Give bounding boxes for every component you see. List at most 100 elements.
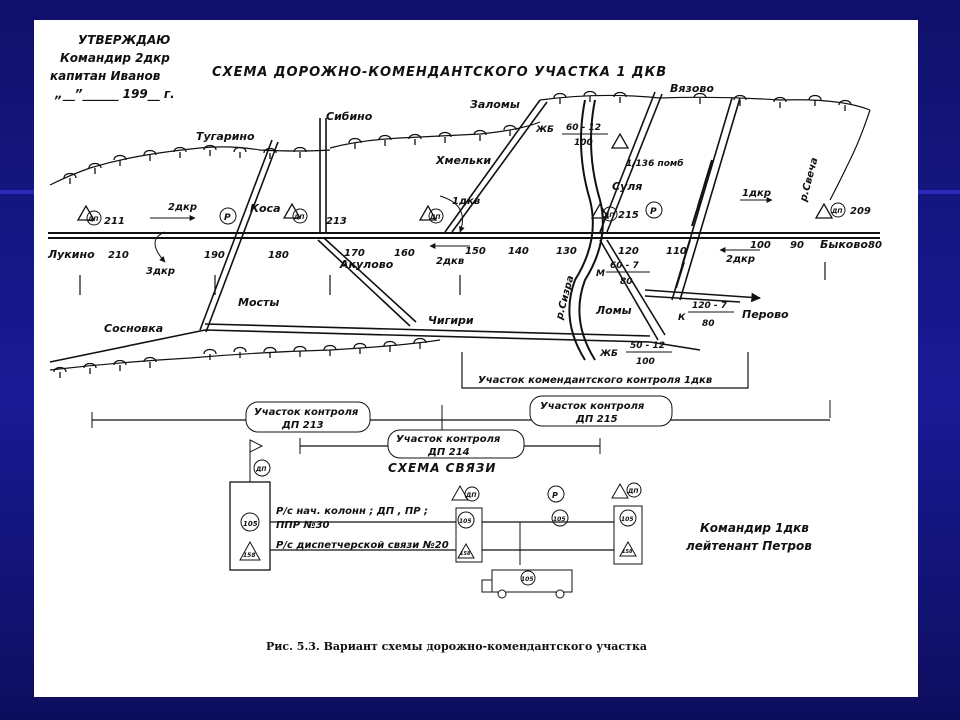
village-lukino: Лукино — [47, 248, 95, 261]
radio-158-label: 158 — [243, 552, 256, 559]
village-perovo: Перово — [742, 308, 789, 321]
dp-symbol: ДП — [255, 466, 266, 473]
dp-symbol: ДП — [87, 216, 98, 223]
pomb-marker — [610, 132, 630, 149]
bridge-kind: ЖБ — [599, 349, 618, 359]
unit-3dkr: 3дкр — [146, 266, 175, 277]
flag-icon — [249, 439, 264, 453]
approval-line4: „__”______ 199__ г. — [54, 87, 175, 102]
village-akulovo: Акулово — [339, 258, 394, 271]
dp-circle-icon — [253, 459, 271, 477]
village-sulya: Суля — [612, 180, 642, 193]
km-100: 100 — [750, 240, 771, 251]
unit-2dkv: 2дкв — [436, 256, 464, 267]
dp-211: ДП 211 — [76, 204, 125, 227]
km-180: 180 — [268, 250, 289, 261]
dp-211-number: 211 — [104, 216, 125, 227]
bridge-kind: ЖБ — [535, 125, 554, 135]
vehicle-icon: 105 — [481, 522, 573, 599]
figure-caption: Рис. 5.3. Вариант схемы дорожно-комендан… — [266, 640, 647, 653]
bridge-3: К 120 - 7 80 — [678, 301, 734, 329]
km-140: 140 — [508, 246, 529, 257]
km-170: 170 — [344, 248, 365, 259]
km-120: 120 — [618, 246, 639, 257]
main-road — [48, 232, 880, 239]
river-label: р.Сизра — [554, 274, 577, 322]
km-ticks — [79, 262, 826, 295]
bridge-kind: М — [596, 269, 605, 279]
railway — [675, 159, 713, 289]
approval-line2: Командир 2дкр — [60, 51, 170, 65]
dp-symbol: ДП — [831, 208, 842, 215]
p-symbol: Р — [650, 207, 657, 217]
radio-105-label: 105 — [553, 516, 566, 523]
villages: Заломы Вязово Сибино Тугарино Хмельки Су… — [47, 82, 868, 335]
village-lomy: Ломы — [595, 304, 632, 317]
km-80: 80 — [868, 240, 882, 251]
km-150: 150 — [465, 246, 486, 257]
unit-2dkr-right: 2дкр — [726, 254, 755, 265]
village-vyazovo: Вязово — [670, 82, 714, 95]
km-160: 160 — [394, 248, 415, 259]
village-tugarino: Тугарино — [196, 130, 255, 143]
bridge-load: 60 - 7 — [610, 261, 640, 271]
unit-1dkv: 1дкв — [452, 196, 480, 207]
river2-label: р.Свеча — [798, 156, 821, 204]
radio-158-icon — [239, 540, 261, 561]
unit-1dkr: 1дкр — [742, 188, 771, 199]
station-right: ДП 105 158 — [611, 482, 643, 565]
zone-213-label1: Участок контроля — [254, 407, 359, 418]
bridge-load: 120 - 7 — [692, 301, 728, 311]
dp-symbol: ДП — [293, 214, 304, 221]
zone-kk-label: Участок комендантского контроля 1дкв — [478, 375, 712, 386]
bridge-length: 80 — [702, 319, 715, 329]
zone-214-label1: Участок контроля — [396, 434, 501, 445]
bridge-kind: К — [678, 313, 686, 323]
approval-block: УТВЕРЖДАЮ Командир 2дкр капитан Иванов „… — [50, 33, 175, 102]
km-130: 130 — [556, 246, 577, 257]
commander-line2: лейтенант Петров — [686, 539, 812, 553]
zone-215-label2: ДП 215 — [575, 414, 618, 425]
bridge-2: М 60 - 7 80 — [596, 261, 650, 287]
commander-line1: Командир 1дкв — [700, 521, 809, 535]
p-symbol: Р — [224, 213, 231, 223]
station-regulator: Р 105 — [547, 485, 569, 527]
forest-bottom — [49, 337, 441, 379]
radio-105-label: 105 — [459, 518, 472, 525]
village-sibino: Сибино — [326, 110, 373, 123]
unit-pomb: 1/136 помб — [626, 158, 684, 169]
dp-symbol: ДП — [603, 212, 614, 219]
dp-kosa: ДП 213 — [282, 202, 347, 227]
comms-line2: ППР №30 — [276, 520, 330, 531]
village-zalomy: Заломы — [470, 98, 520, 111]
p-symbol: Р — [552, 491, 558, 500]
bridge-length: 100 — [574, 138, 593, 148]
forest-top — [49, 90, 871, 201]
comms-title: СХЕМА СВЯЗИ — [388, 461, 496, 475]
regulator-post-p: Р Р — [219, 201, 663, 225]
village-chigiri: Чигири — [428, 314, 474, 327]
dp-213-number: 213 — [326, 216, 347, 227]
zone-215-label1: Участок контроля — [540, 401, 645, 412]
comms-scheme: СХЕМА СВЯЗИ ДП 105 158 Р/с нач. колонн ;… — [229, 439, 812, 599]
scheme-title: СХЕМА ДОРОЖНО-КОМЕНДАНТСКОГО УЧАСТКА 1 Д… — [212, 65, 667, 80]
km-markers: 210 190 180 170 160 150 140 130 120 110 … — [108, 240, 882, 261]
village-mosty: Мосты — [238, 296, 279, 309]
dp-215-number: 215 — [618, 210, 639, 221]
bridge-load: 50 - 12 — [630, 341, 665, 351]
radio-105-label: 105 — [521, 576, 534, 583]
bridge-4: ЖБ 50 - 12 100 — [599, 341, 672, 367]
bridge-1: ЖБ 60 - 12 100 — [535, 123, 608, 148]
radio-105-label: 105 — [243, 520, 258, 528]
approval-line3: капитан Иванов — [50, 69, 161, 83]
bridge-length: 100 — [636, 357, 655, 367]
km-90: 90 — [790, 240, 804, 251]
comms-line1: Р/с нач. колонн ; ДП , ПР ; — [276, 506, 428, 517]
dp-posts: ДП 211 ДП 213 ДП ДП 215 ДП 209 Р — [76, 132, 871, 227]
village-kosa: Коса — [250, 202, 281, 215]
dp-symbol: ДП — [627, 488, 638, 495]
dp-symbol: ДП — [465, 492, 476, 499]
zone-214-label2: ДП 214 — [427, 447, 470, 458]
dp-209-number: 209 — [850, 206, 871, 217]
